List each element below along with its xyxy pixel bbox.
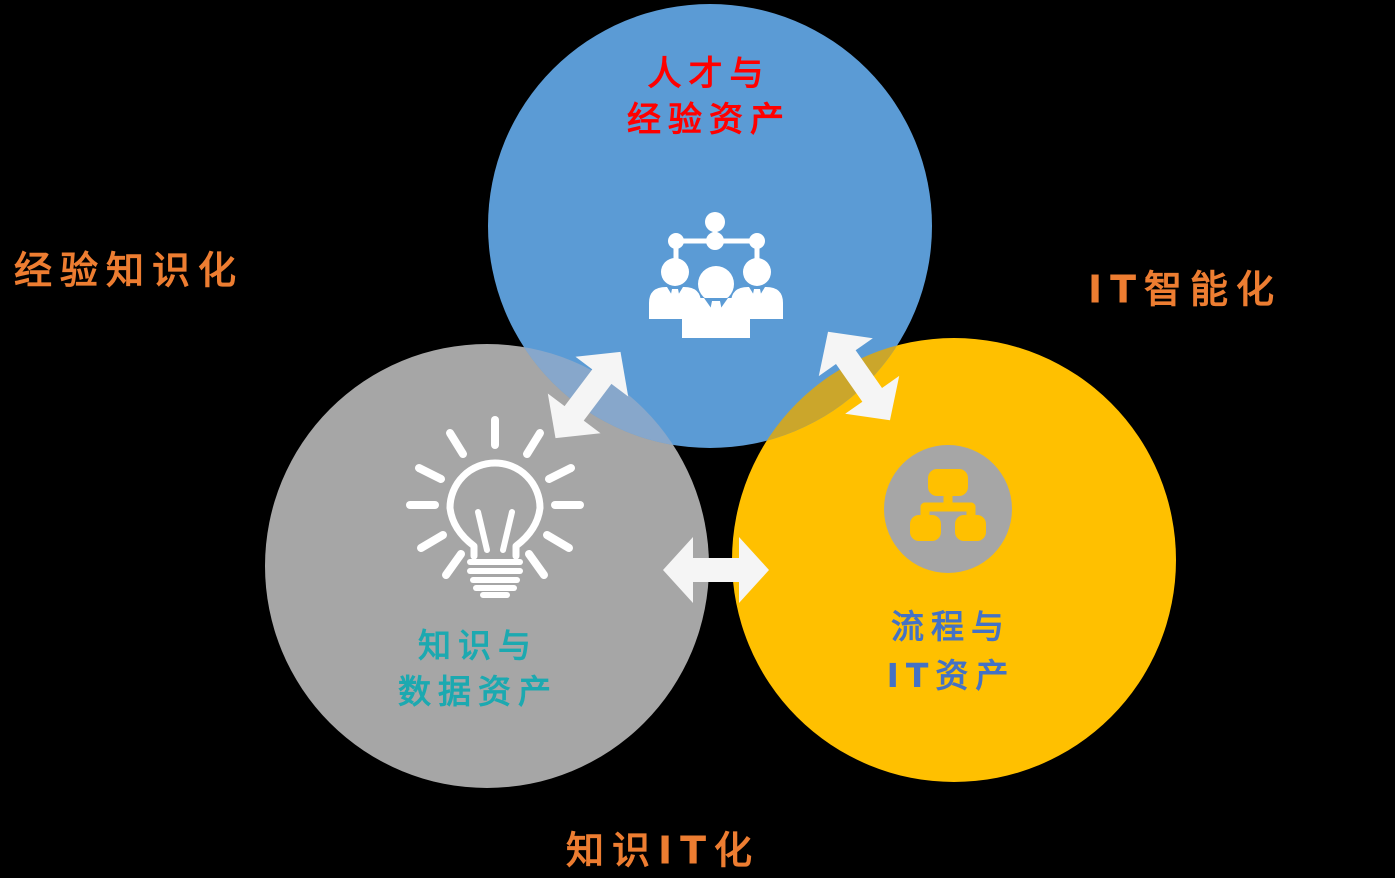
circle-knowledge-data	[265, 344, 709, 788]
label-experience-to-knowledge: 经验知识化	[13, 248, 245, 293]
arrow-talent-process	[818, 331, 900, 421]
knowledge-label-line2: 数据资产	[398, 672, 558, 711]
team-network-icon	[649, 212, 783, 338]
lightbulb-icon	[406, 416, 584, 598]
label-knowledge-to-it: 知识IT化	[565, 828, 761, 873]
arrow-talent-knowledge	[547, 351, 629, 439]
talent-label-line2: 经验资产	[627, 100, 791, 140]
process-label-line2: IT资产	[886, 656, 1016, 695]
org-chart-icon	[884, 445, 1012, 573]
process-circle-label: 流程与 IT资产	[887, 602, 1016, 700]
arrow-knowledge-process	[663, 537, 769, 603]
label-it-intelligence: IT智能化	[1087, 267, 1283, 312]
knowledge-label-line1: 知识与	[418, 626, 538, 665]
talent-circle-label: 人才与 经验资产	[627, 51, 791, 143]
talent-label-line1: 人才与	[647, 54, 771, 94]
process-label-line1: 流程与	[890, 607, 1011, 646]
knowledge-circle-label: 知识与 数据资产	[398, 623, 558, 715]
